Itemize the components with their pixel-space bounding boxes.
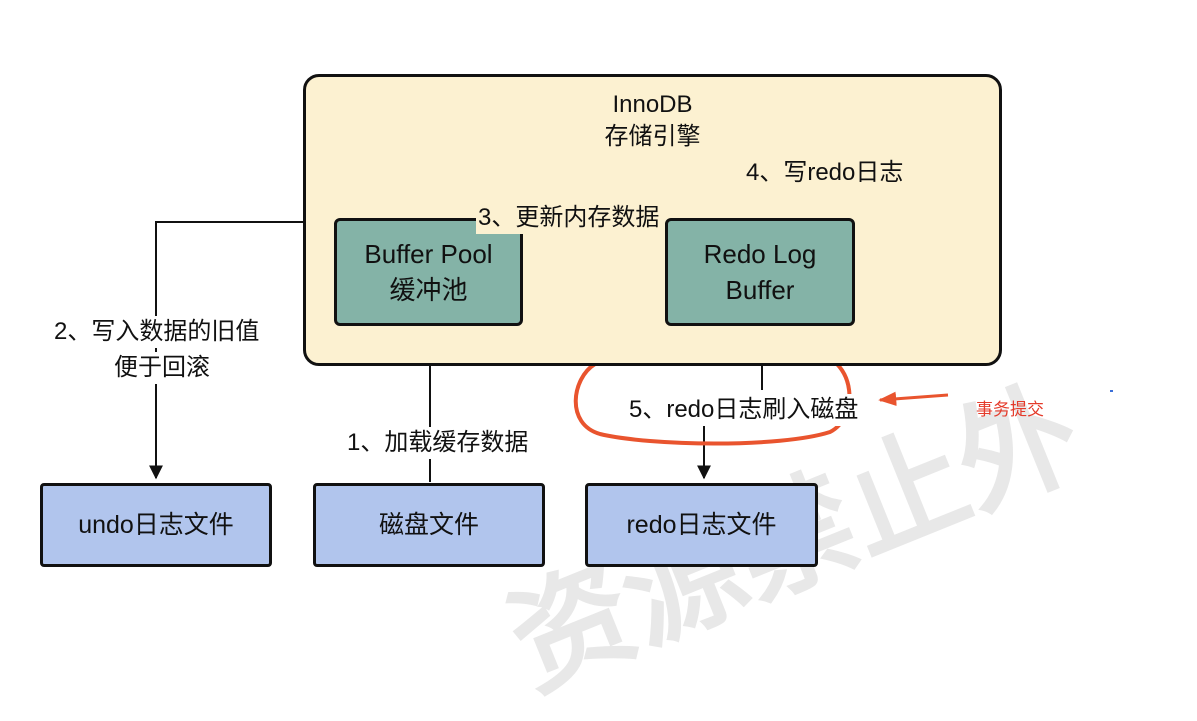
step4-label: 4、写redo日志: [744, 157, 906, 189]
buffer-pool-line1: Buffer Pool: [364, 239, 493, 269]
undo-log-file-label: undo日志文件: [78, 511, 234, 539]
redo-log-buffer-box: Redo Log Buffer: [665, 218, 855, 326]
annotation-arrow: [878, 391, 949, 406]
disk-file-box: 磁盘文件: [313, 483, 545, 567]
engine-title-line1: InnoDB: [612, 91, 693, 118]
undo-log-file-box: undo日志文件: [40, 483, 272, 567]
step5-label: 5、redo日志刷入磁盘: [627, 394, 861, 426]
step3-label: 3、更新内存数据: [476, 202, 662, 234]
redo-log-file-box: redo日志文件: [585, 483, 818, 567]
buffer-pool-box: Buffer Pool 缓冲池: [334, 218, 523, 326]
redo-log-file-label: redo日志文件: [626, 511, 777, 539]
transaction-commit-label: 事务提交: [976, 400, 1044, 419]
redo-log-buffer-line1: Redo Log: [703, 239, 817, 269]
small-mark: [1110, 390, 1113, 392]
step2-label-line1: 2、写入数据的旧值: [52, 316, 262, 348]
engine-title-line2: 存储引擎: [604, 123, 701, 150]
step1-label: 1、加载缓存数据: [345, 427, 531, 459]
redo-log-buffer-line2: Buffer: [725, 275, 795, 305]
arrow-undo-write: [149, 221, 303, 480]
step2-label-line2: 便于回滚: [112, 352, 212, 384]
buffer-pool-line2: 缓冲池: [389, 275, 468, 305]
disk-file-label: 磁盘文件: [378, 511, 479, 539]
